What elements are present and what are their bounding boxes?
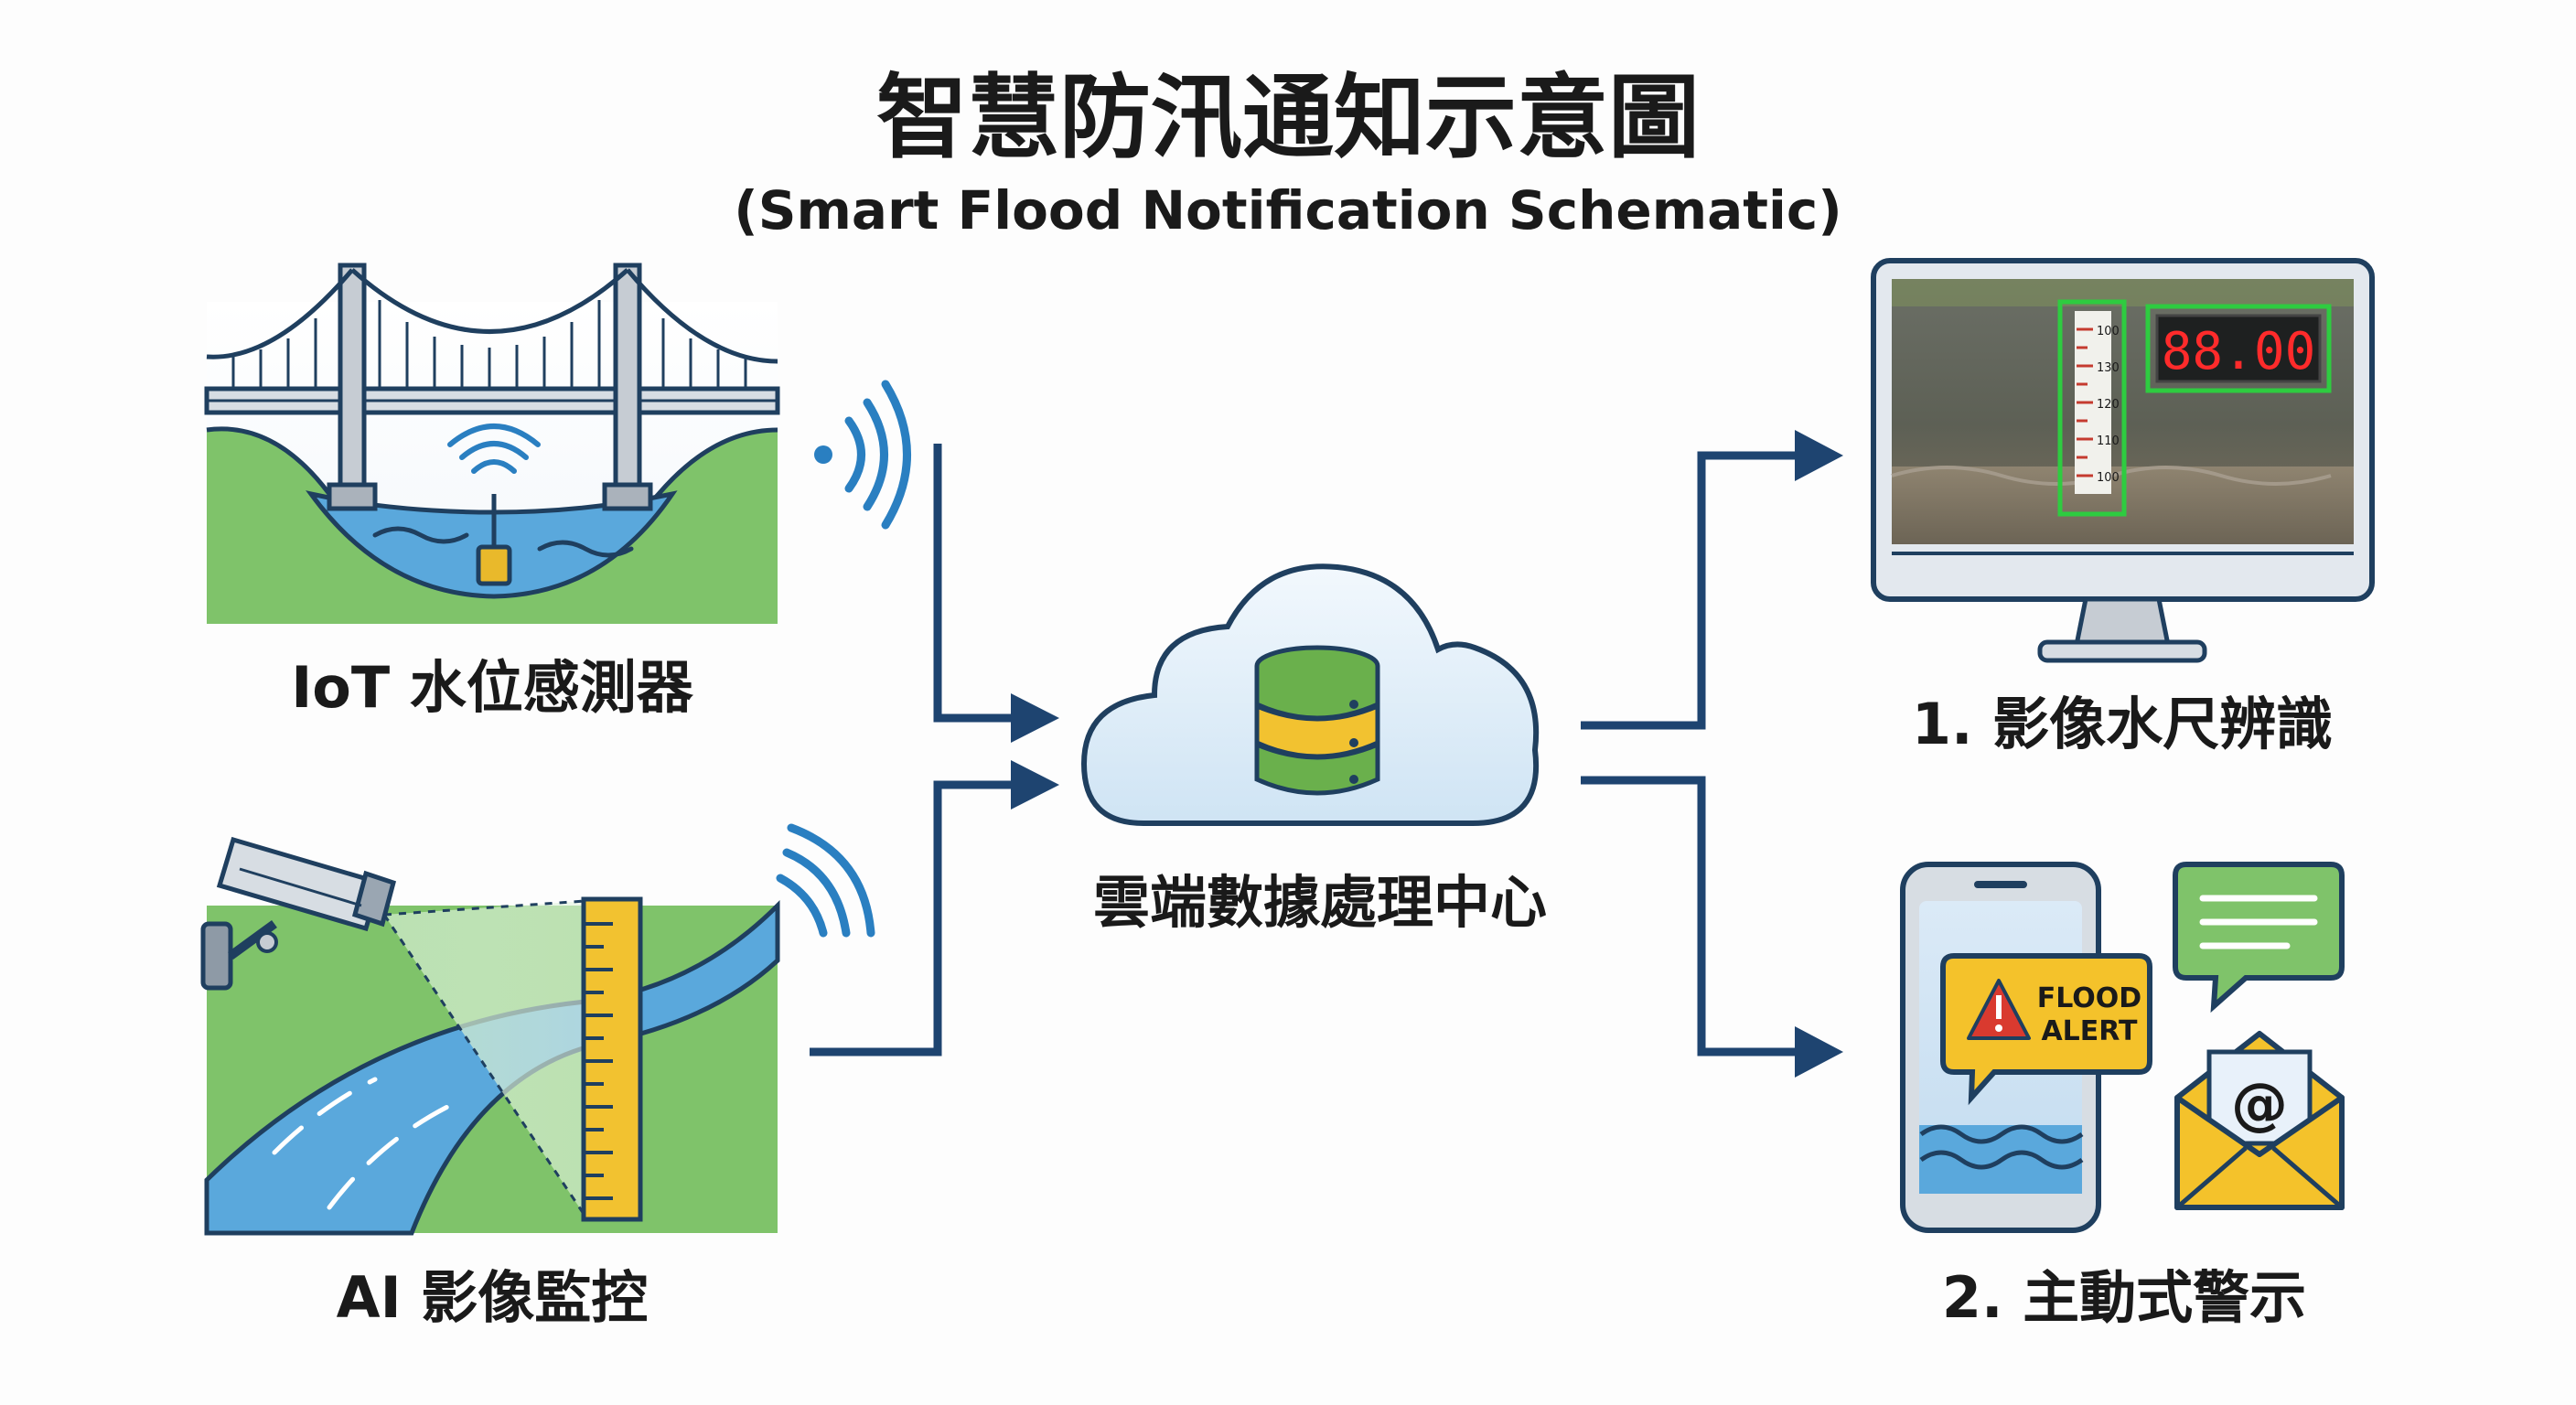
alert-text-line1: FLOOD [2037, 982, 2141, 1014]
output-arrows [1581, 451, 1807, 1056]
arrowhead [1795, 430, 1843, 481]
monitor-gauge-icon: 100 130 120 110 100 88.00 [1871, 258, 2375, 663]
arrowhead [1011, 760, 1059, 810]
gauge-tick: 120 [2097, 398, 2120, 412]
water-level-reading: 88.00 [2162, 322, 2316, 381]
image-recognition-label: 1. 影像水尺辨識 [1912, 691, 2333, 757]
wireless-signal-icon [814, 380, 911, 530]
flood-alert-bubble: FLOOD ALERT [1940, 953, 2152, 1106]
cloud-database-icon [1080, 563, 1540, 826]
ai-camera-label: AI 影像監控 [337, 1264, 649, 1331]
alert-text-line2: ALERT [2041, 1015, 2138, 1047]
message-bubble-icon [2173, 862, 2345, 1014]
bridge-sensor-icon [204, 263, 780, 624]
page-subtitle: (Smart Flood Notification Schematic) [734, 179, 1842, 241]
wireless-signal-icon [776, 823, 875, 938]
input-arrows [810, 444, 1023, 1056]
active-alert-label: 2. 主動式警示 [1942, 1264, 2306, 1331]
arrowhead [1011, 693, 1059, 743]
iot-sensor-label: IoT 水位感測器 [291, 654, 694, 721]
gauge-tick: 110 [2097, 434, 2120, 448]
warning-icon [1967, 979, 2031, 1040]
camera-gauge-icon [200, 836, 780, 1236]
gauge-tick: 130 [2097, 361, 2120, 375]
gauge-tick: 100 [2097, 471, 2120, 485]
arrowhead [1795, 1026, 1843, 1078]
gauge-tick: 100 [2097, 325, 2120, 338]
email-envelope-icon: @ [2174, 1031, 2345, 1210]
cloud-center-label: 雲端數據處理中心 [1093, 869, 1547, 936]
page-title: 智慧防汛通知示意圖 [876, 64, 1700, 171]
email-at-symbol: @ [2231, 1070, 2288, 1137]
